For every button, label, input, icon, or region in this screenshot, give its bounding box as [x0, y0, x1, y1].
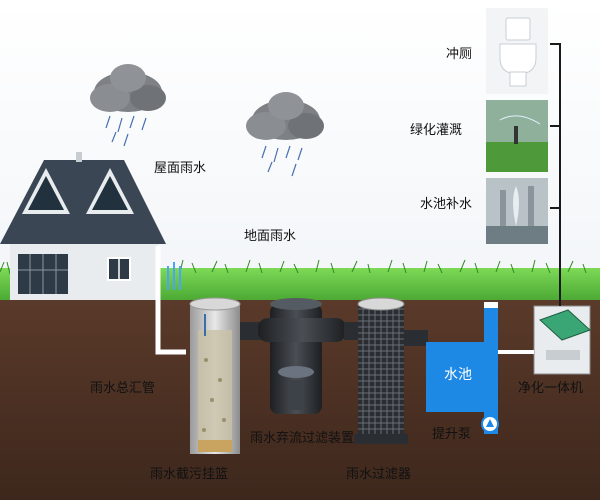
- toilet-label: 冲厕: [446, 47, 473, 62]
- greening-label: 绿化灌溉: [410, 123, 463, 138]
- filter-label: 雨水过滤器: [346, 467, 412, 482]
- main-pipe: [155, 246, 186, 355]
- water-tank: [426, 302, 499, 434]
- interception-basket: [189, 297, 241, 454]
- rain-cloud-icon: [90, 64, 166, 147]
- rain-filter: [354, 297, 428, 444]
- basket-label: 雨水截污挂篮: [150, 467, 229, 482]
- ground-rain-label: 地面雨水: [244, 229, 297, 244]
- pond-label: 水池补水: [420, 197, 473, 212]
- toilet-photo: [486, 8, 548, 94]
- main-pipe-label: 雨水总汇管: [90, 381, 156, 396]
- purifier-label: 净化一体机: [518, 381, 584, 396]
- greening-photo: [486, 100, 548, 172]
- diverter-label: 雨水弃流过滤装置: [250, 431, 355, 446]
- rain-cloud-icon: [246, 92, 324, 177]
- diverter-filter-device: [258, 298, 346, 414]
- ground-inlet: [167, 262, 181, 290]
- roof-rain-label: 屋面雨水: [154, 161, 207, 176]
- house: [0, 152, 166, 300]
- purifier-unit: [533, 305, 591, 375]
- pump-label: 提升泵: [432, 427, 472, 442]
- supply-riser: [550, 43, 561, 306]
- connector-pipe: [344, 322, 360, 340]
- pond-photo: [486, 178, 548, 244]
- tank-label: 水池: [444, 367, 472, 383]
